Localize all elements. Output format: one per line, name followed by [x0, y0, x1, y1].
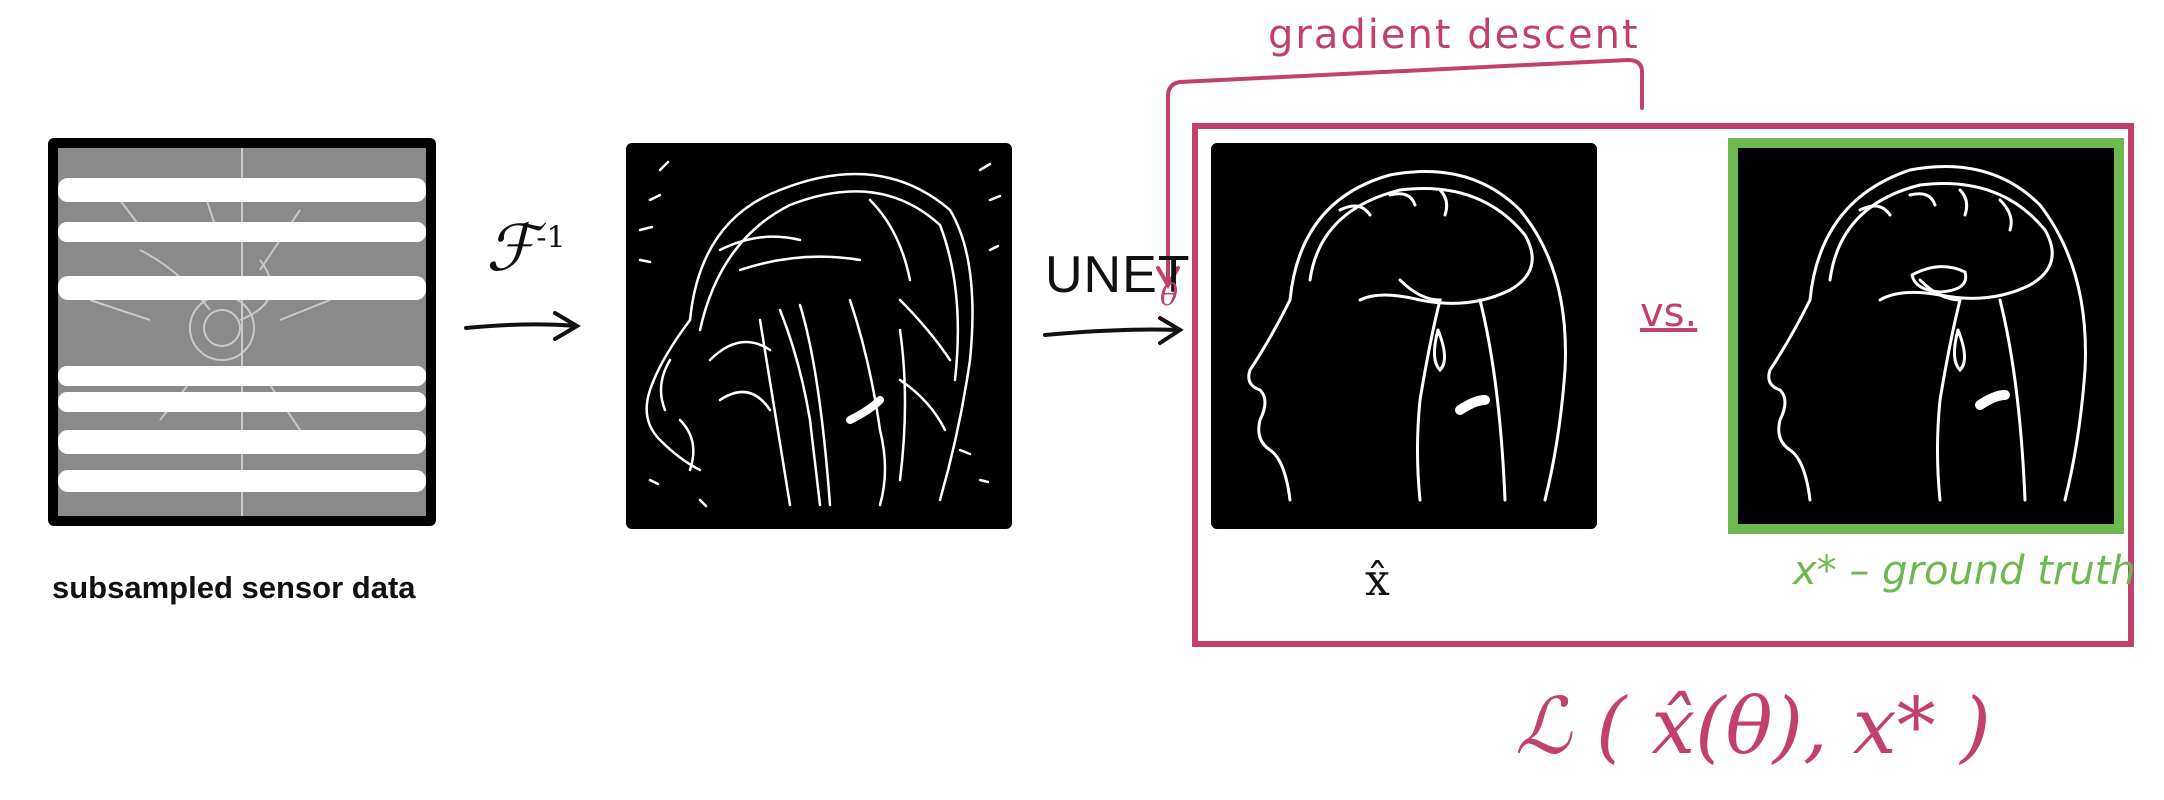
- aliased-image-panel: [626, 143, 1012, 529]
- inverse-fourier-label: ℱ-1: [486, 212, 566, 286]
- fourier-symbol: ℱ: [486, 212, 537, 286]
- sensor-data-panel: [48, 138, 436, 526]
- inverse-superscript: -1: [536, 220, 566, 256]
- gradient-descent-label: gradient descent: [1268, 12, 1640, 58]
- loss-formula: ℒ ( x̂(θ), x* ): [1515, 682, 1991, 772]
- vs-label: vs.: [1640, 290, 1698, 336]
- ground-truth-panel: [1728, 138, 2124, 534]
- arrow-inverse-fourier: [464, 311, 581, 341]
- theta-label: θ: [1160, 278, 1179, 313]
- arrow-unet: [1043, 316, 1184, 345]
- unet-label: UNET: [1045, 246, 1191, 304]
- x-hat-label: x̂: [1365, 555, 1390, 606]
- sensor-data-label: subsampled sensor data: [52, 570, 416, 605]
- ground-truth-label: x* – ground truth: [1793, 548, 2136, 594]
- loss-box: [1192, 123, 2134, 647]
- gradient-descent-arrow: [1156, 57, 1644, 289]
- reconstruction-panel: [1211, 143, 1597, 529]
